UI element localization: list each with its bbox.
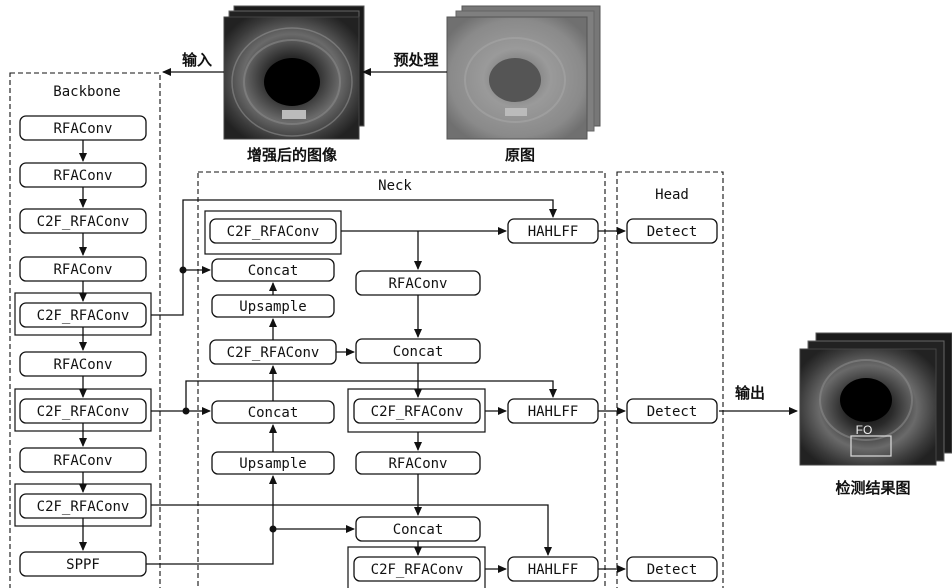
backbone-label-1: RFAConv: [53, 121, 112, 137]
input-label: 输入: [182, 51, 212, 69]
neck-c2f-top: C2F_RFAConv: [209, 218, 337, 244]
backbone-block-2: RFAConv: [19, 162, 147, 188]
hahlff-3: HAHLFF: [507, 556, 599, 582]
neck-connections: [146, 199, 626, 573]
backbone-label-4: RFAConv: [53, 262, 112, 278]
neck-c2f-left: C2F_RFAConv: [209, 339, 337, 365]
hahlff-1: HAHLFF: [507, 218, 599, 244]
backbone-block-9: C2F_RFAConv: [19, 493, 147, 519]
original-image-stack: [446, 5, 601, 140]
enhanced-image-caption: 增强后的图像: [247, 146, 338, 164]
hahlff-1-label: HAHLFF: [528, 224, 579, 240]
result-image-caption: 检测结果图: [835, 479, 910, 497]
result-image-stack: [799, 332, 952, 466]
neck-c2f-left-label: C2F_RFAConv: [227, 345, 320, 361]
neck-title: Neck: [378, 178, 412, 194]
neck-rfaconv-2: RFAConv: [355, 451, 481, 475]
backbone-block-1: RFAConv: [19, 115, 147, 141]
neck-upsample-1-label: Upsample: [239, 299, 306, 315]
backbone-block-8: RFAConv: [19, 447, 147, 473]
neck-upsample-2-label: Upsample: [239, 456, 306, 472]
head-frame: [616, 171, 724, 588]
neck-c2f-frame-top: [204, 210, 342, 255]
output-label: 输出: [735, 384, 765, 402]
neck-concat-1-label: Concat: [248, 263, 299, 279]
backbone-label-2: RFAConv: [53, 168, 112, 184]
neck-upsample-2: Upsample: [211, 451, 335, 475]
neck-rfaconv-1-label: RFAConv: [388, 276, 447, 292]
neck-frame: [197, 171, 606, 588]
backbone-block-3: C2F_RFAConv: [19, 208, 147, 234]
neck-concat-2: Concat: [355, 516, 481, 542]
neck-concat-mid: Concat: [355, 338, 481, 364]
neck-upsample-1: Upsample: [211, 294, 335, 318]
backbone-label-8: RFAConv: [53, 453, 112, 469]
backbone-block-5: C2F_RFAConv: [19, 302, 147, 328]
enhanced-image-stack: [223, 5, 365, 140]
backbone-label-7: C2F_RFAConv: [37, 404, 130, 420]
neck-c2f-bottom-label: C2F_RFAConv: [371, 562, 464, 578]
neck-c2f-mid: C2F_RFAConv: [353, 398, 481, 424]
backbone-block-6: RFAConv: [19, 351, 147, 377]
result-detection-tag: FO: [856, 423, 873, 437]
backbone-label-10: SPPF: [66, 557, 100, 573]
hahlff-3-label: HAHLFF: [528, 562, 579, 578]
backbone-block-10: SPPF: [19, 551, 147, 577]
detect-1-label: Detect: [647, 224, 698, 240]
backbone-label-5: C2F_RFAConv: [37, 308, 130, 324]
detect-1: Detect: [626, 218, 718, 244]
head-title: Head: [655, 187, 689, 203]
backbone-block-7: C2F_RFAConv: [19, 398, 147, 424]
neck-rfaconv-1: RFAConv: [355, 270, 481, 296]
neck-concat-2-label: Concat: [393, 522, 444, 538]
preprocess-label: 预处理: [393, 51, 438, 69]
original-image-caption: 原图: [505, 146, 535, 164]
detect-3-label: Detect: [647, 562, 698, 578]
backbone-label-6: RFAConv: [53, 357, 112, 373]
detect-3: Detect: [626, 556, 718, 582]
neck-c2f-top-label: C2F_RFAConv: [227, 224, 320, 240]
neck-concat-left-label: Concat: [248, 405, 299, 421]
hahlff-2: HAHLFF: [507, 398, 599, 424]
neck-c2f-bottom: C2F_RFAConv: [353, 556, 481, 582]
backbone-label-3: C2F_RFAConv: [37, 214, 130, 230]
detect-2-label: Detect: [647, 404, 698, 420]
backbone-frame: [9, 72, 161, 588]
neck-concat-mid-label: Concat: [393, 344, 444, 360]
neck-concat-left: Concat: [211, 400, 335, 424]
detect-2: Detect: [626, 398, 718, 424]
hahlff-2-label: HAHLFF: [528, 404, 579, 420]
backbone-label-9: C2F_RFAConv: [37, 499, 130, 515]
backbone-title: Backbone: [53, 84, 120, 100]
neck-rfaconv-2-label: RFAConv: [388, 456, 447, 472]
neck-c2f-mid-label: C2F_RFAConv: [371, 404, 464, 420]
backbone-block-4: RFAConv: [19, 256, 147, 282]
neck-concat-1: Concat: [211, 258, 335, 282]
